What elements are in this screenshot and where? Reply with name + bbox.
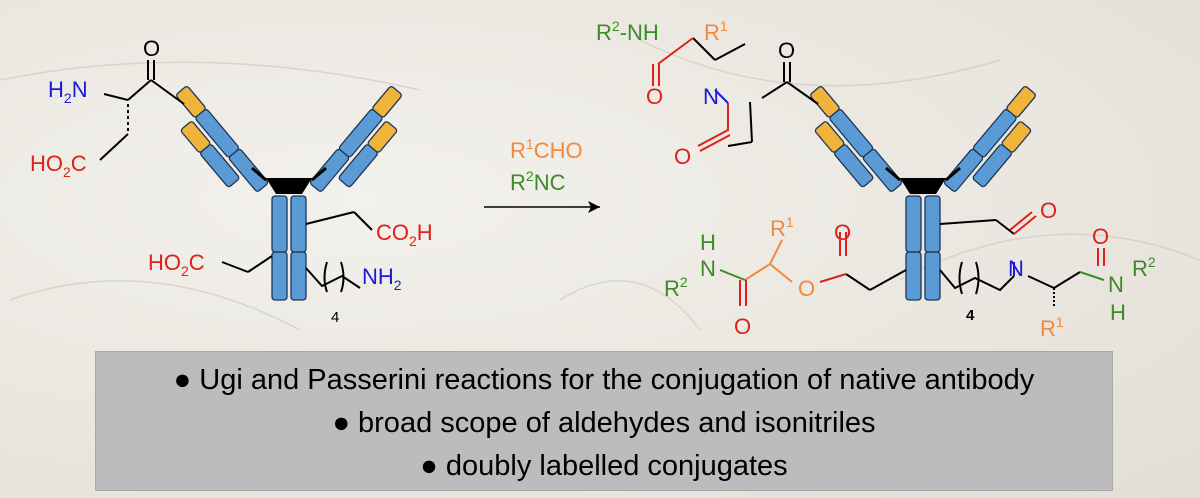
right-amide-r2: R2 [1132,254,1156,281]
right-imide-n: N [1008,256,1024,281]
reaction-scheme: O H2N HO2C HO2C CO2H NH2 4 R1CHO R2NC [0,18,1200,341]
right-bonds-black [692,37,1081,306]
right-ester-bottom-o: O [734,314,751,339]
right-amide-r2nh: R2-NH [596,18,659,45]
left-lysine-amine-label: NH2 [362,264,402,293]
summary-bullet-1: ● Ugi and Passerini reactions for the co… [173,364,1035,396]
left-ketone-o: O [143,36,160,61]
right-repeat-count: 4 [966,307,975,324]
right-ketone-o: O [778,38,795,63]
left-acid-label: HO2C [30,151,87,180]
right-bonds-red [652,37,1105,283]
summary-bullet-3: ● doubly labelled conjugates [420,450,788,482]
arrow-head [588,201,600,213]
right-lactam-n: N [703,84,719,109]
left-carboxylic-label: CO2H [376,220,433,249]
right-bonds-orange [744,239,793,283]
reagent-aldehyde: R1CHO [510,136,583,163]
right-bonds-blue [714,89,1015,276]
right-ester-amide-n: N [700,256,716,281]
right-imide-top-o: O [1040,198,1057,223]
left-repeat-count: 4 [331,309,339,326]
summary-box: ● Ugi and Passerini reactions for the co… [95,351,1113,491]
right-lactam-o: O [674,144,691,169]
background-texture [0,39,1200,331]
right-ester-r1: R1 [770,214,794,241]
right-amide-o: O [646,84,663,109]
right-ester-link-o: O [798,276,815,301]
right-amide-h: H [1110,300,1126,325]
left-antibody [176,86,402,301]
right-amide-r1: R1 [1040,314,1064,341]
right-top-r1: R1 [704,18,728,45]
reagent-isonitrile: R2NC [510,168,566,195]
right-bonds-green [719,269,1105,306]
summary-bullet-2: ● broad scope of aldehydes and isonitril… [332,407,876,439]
right-amide-n: N [1108,272,1124,297]
right-ester-r2: R2 [664,274,688,301]
right-ester-amide-h: H [700,230,716,255]
right-ester-top-o: O [834,220,851,245]
left-bonds [99,60,373,293]
left-amine-label: H2N [48,77,88,106]
right-amide-top-o: O [1092,224,1109,249]
left-lower-acid-label: HO2C [148,250,205,279]
right-antibody [810,86,1036,301]
